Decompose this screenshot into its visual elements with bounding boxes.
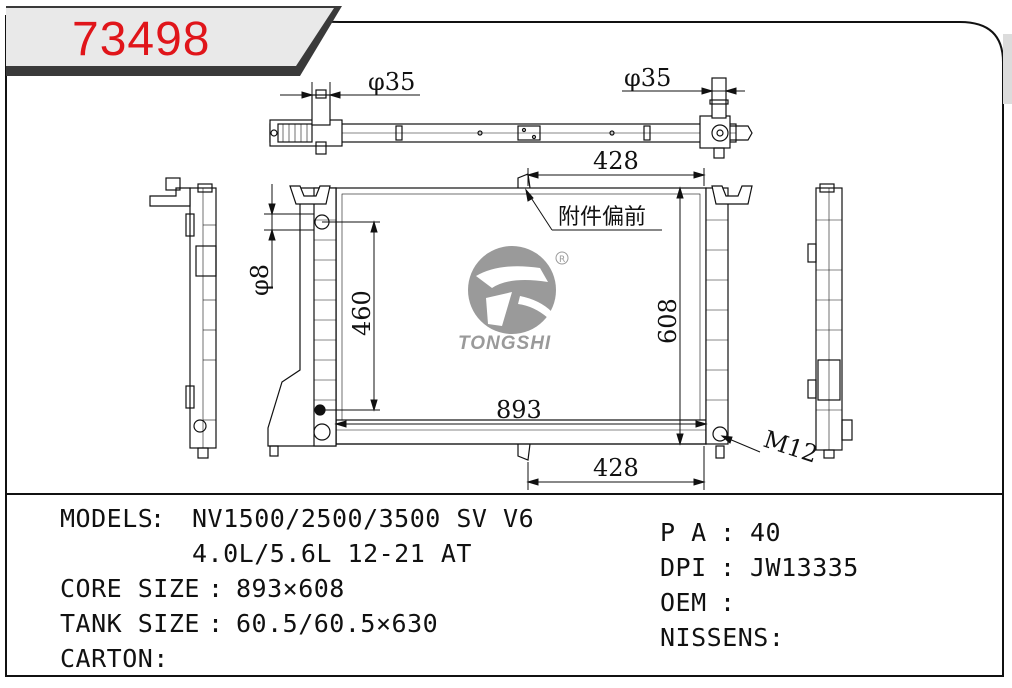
carton-label: CARTON: xyxy=(60,644,169,673)
left-side-view xyxy=(149,177,217,459)
dpi-sep: : xyxy=(720,553,736,582)
dpi-value: JW13335 xyxy=(750,553,859,582)
models-label: MODELS xyxy=(60,504,154,533)
core-size-value: 893×608 xyxy=(236,574,345,603)
part-number-banner-highlight xyxy=(6,8,334,66)
drain-thread-label: M12 xyxy=(760,425,821,469)
models-value-2: 4.0L/5.6L 12-21 AT xyxy=(192,539,472,568)
front-dim-lines xyxy=(264,168,761,490)
tank-size-label: TANK SIZE xyxy=(60,609,200,638)
tank-pipe-diameter-label: φ8 xyxy=(246,264,274,296)
outlet-dim xyxy=(622,78,745,96)
bracket-spacing-bottom-label: 428 xyxy=(593,454,639,482)
pa-sep: : xyxy=(720,518,736,547)
models-value-1: NV1500/2500/3500 SV V6 xyxy=(192,504,535,533)
logo-emblem xyxy=(468,246,556,334)
nissens-label: NISSENS: xyxy=(660,623,785,652)
tank-size-value: 60.5/60.5×630 xyxy=(236,609,439,638)
core-size-sep: : xyxy=(208,574,224,603)
inner-height-label: 460 xyxy=(348,290,376,336)
inlet-dim xyxy=(280,82,420,99)
registered-mark xyxy=(555,251,569,265)
right-side-view xyxy=(807,183,853,459)
front-view xyxy=(267,173,753,461)
oem-sep: : xyxy=(720,588,736,617)
tank-size-sep: : xyxy=(208,609,224,638)
inlet-diameter-label: φ35 xyxy=(368,68,415,96)
part-number: 73498 xyxy=(72,13,211,66)
logo-brand-text: TONGSHI xyxy=(458,333,551,354)
dpi-label: DPI xyxy=(660,553,707,582)
bracket-note-label: 附件偏前 xyxy=(558,205,646,230)
outlet-diameter-label: φ35 xyxy=(624,64,671,92)
pa-label: P A xyxy=(660,518,707,547)
top-view xyxy=(269,77,753,159)
oem-label: OEM xyxy=(660,588,707,617)
pa-value: 40 xyxy=(750,518,782,547)
core-size-label: CORE SIZE xyxy=(60,574,200,603)
tongshi-logo: R TONGSHI xyxy=(458,246,569,354)
bracket-spacing-top-label: 428 xyxy=(593,147,639,175)
core-height-label: 608 xyxy=(654,298,682,344)
registered-mark-letter: R xyxy=(559,255,565,265)
models-sep: : xyxy=(150,504,166,533)
core-width-label: 893 xyxy=(496,396,542,424)
